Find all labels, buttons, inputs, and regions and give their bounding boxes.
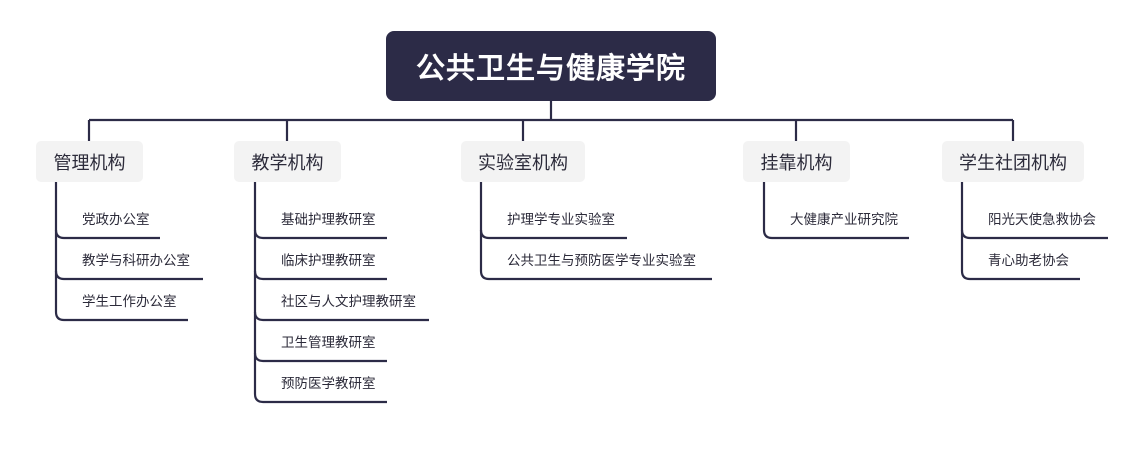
branch-label: 管理机构 [53,152,126,174]
leaf-connector [960,230,1080,281]
branch-laboratory[interactable]: 实验室机构 [461,141,585,182]
leaf-node[interactable]: 教学与科研办公室 [82,253,190,269]
leaf-node[interactable]: 社区与人文护理教研室 [281,294,416,310]
root-node[interactable]: 公共卫生与健康学院 [386,31,716,101]
leaf-node[interactable]: 基础护理教研室 [281,212,376,228]
branch-label: 教学机构 [251,152,324,174]
leaf-connector [479,230,712,281]
leaf-node[interactable]: 预防医学教研室 [281,376,376,392]
leaf-node[interactable]: 临床护理教研室 [281,253,376,269]
leaf-node[interactable]: 大健康产业研究院 [790,212,898,228]
branch-student-clubs[interactable]: 学生社团机构 [942,141,1084,182]
leaf-connector [253,353,387,404]
leaf-node[interactable]: 卫生管理教研室 [281,335,376,351]
branch-label: 实验室机构 [478,152,568,174]
branch-teaching[interactable]: 教学机构 [234,141,341,182]
branch-management[interactable]: 管理机构 [36,141,143,182]
leaf-node[interactable]: 公共卫生与预防医学专业实验室 [507,253,696,269]
leaf-node[interactable]: 党政办公室 [82,212,150,228]
root-title: 公共卫生与健康学院 [415,51,686,85]
branch-affiliated[interactable]: 挂靠机构 [743,141,850,182]
branch-label: 学生社团机构 [959,152,1067,174]
leaf-connector [54,271,188,322]
leaf-node[interactable]: 青心助老协会 [988,253,1069,269]
leaf-node[interactable]: 阳光天使急救协会 [988,212,1096,228]
leaf-connector [762,182,909,240]
leaf-node[interactable]: 护理学专业实验室 [507,212,615,228]
leaf-node[interactable]: 学生工作办公室 [82,294,177,310]
branch-label: 挂靠机构 [760,152,833,174]
